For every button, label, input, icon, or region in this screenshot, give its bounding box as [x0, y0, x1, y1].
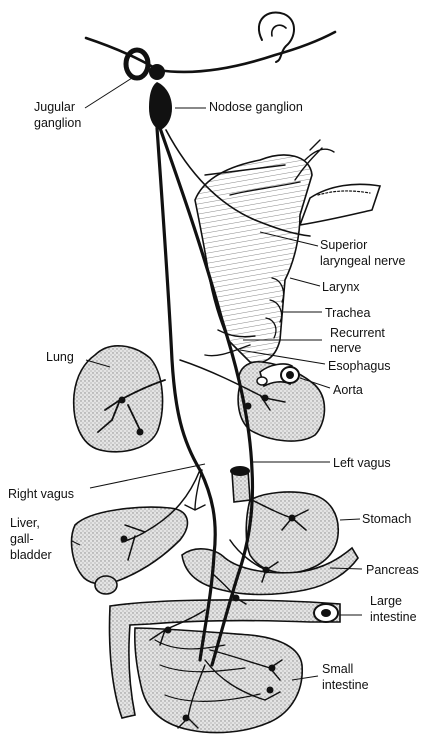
cranial-nerve-root: [86, 32, 335, 72]
label-trachea: Trachea: [325, 306, 370, 320]
lung-shape: [74, 346, 163, 452]
label-jugular-ganglion: Jugular ganglion: [34, 100, 81, 130]
nodose-ganglion-shape: [149, 82, 172, 130]
label-recurrent-nerve: Recurrent nerve: [330, 326, 388, 355]
label-larynx: Larynx: [322, 280, 360, 294]
label-nodose-ganglion: Nodose ganglion: [209, 100, 303, 114]
label-pancreas: Pancreas: [366, 563, 419, 577]
label-esophagus: Esophagus: [328, 359, 391, 373]
label-stomach: Stomach: [362, 512, 411, 526]
label-lung: Lung: [46, 350, 74, 364]
label-large-intestine: Large intestine: [370, 594, 417, 624]
label-small-intestine: Small intestine: [322, 662, 369, 692]
label-left-vagus: Left vagus: [333, 456, 391, 470]
jugular-ganglion-shape: [126, 50, 148, 78]
label-superior-laryngeal-nerve: Superior laryngeal nerve: [320, 238, 406, 268]
label-aorta: Aorta: [333, 383, 363, 397]
liver-shape: [72, 507, 188, 584]
gallbladder-shape: [95, 576, 117, 594]
label-liver-gallbladder: Liver, gall- bladder: [10, 516, 52, 562]
label-right-vagus: Right vagus: [8, 487, 74, 501]
